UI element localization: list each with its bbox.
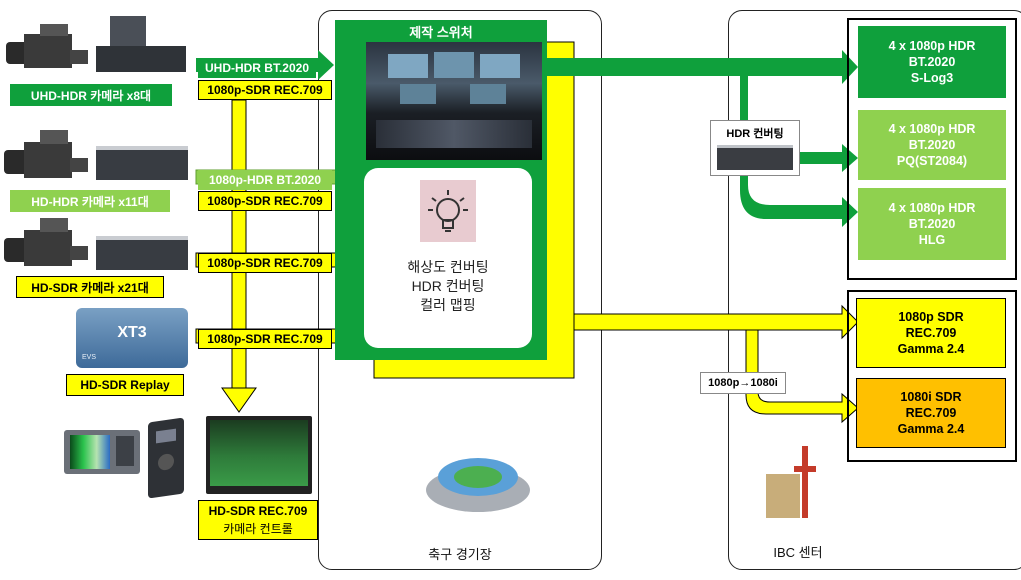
output-hdr-pq-line1: 4 x 1080p HDR: [888, 122, 976, 136]
hd-sdr-camera-icon: [4, 214, 90, 270]
hd-hdr-ccu-icon: [96, 146, 188, 180]
hd-hdr-camera-icon: [4, 128, 90, 182]
hd-sdr-camera-label: HD-SDR 카메라 x21대: [16, 276, 164, 298]
replay-brand-text: EVS: [82, 354, 97, 361]
uhd-hdr-camera-label: UHD-HDR 카메라 x8대: [10, 84, 172, 106]
monitor-label-line2: 카메라 컨트롤: [223, 522, 293, 536]
green-branch-hlg: [740, 150, 858, 227]
output-sdr-1080i-line2: REC.709: [905, 406, 957, 420]
label-sdr-709-d: 1080p-SDR REC.709: [198, 329, 332, 349]
hd-hdr-camera-label: HD-HDR 카메라 x11대: [10, 190, 170, 212]
output-hdr-hlg-line1: 4 x 1080p HDR: [888, 201, 976, 215]
output-hdr-pq: 4 x 1080p HDR BT.2020 PQ(ST2084): [858, 110, 1006, 180]
output-hdr-slog3-line3: S-Log3: [910, 71, 954, 85]
switcher-title: 제작 스위처: [409, 25, 473, 40]
uhd-ccu-icon: [96, 16, 186, 72]
monitor-label-line1: HD-SDR REC.709: [208, 504, 308, 518]
hdr-output-group: [847, 18, 1017, 280]
stadium-caption: 축구 경기장: [428, 547, 492, 562]
ibc-building-icon: [760, 446, 830, 522]
ibc-caption: IBC 센터: [773, 545, 823, 560]
remote-control-panel-icon: [148, 417, 184, 499]
output-sdr-1080p-line3: Gamma 2.4: [897, 342, 965, 356]
label-uhd-hdr: UHD-HDR BT.2020: [198, 58, 316, 78]
output-sdr-1080i: 1080i SDR REC.709 Gamma 2.4: [856, 378, 1006, 448]
function-color-mapping: 컬러 맵핑: [420, 297, 476, 313]
label-hdr-2020: 1080p-HDR BT.2020: [198, 170, 332, 190]
lightbulb-icon: [420, 180, 476, 242]
hdr-converter-box: HDR 컨버팅: [710, 120, 800, 176]
output-hdr-slog3-line2: BT.2020: [908, 55, 956, 69]
switcher-console-image: [366, 42, 542, 160]
sdr-output-group: [847, 290, 1017, 462]
replay-device-icon: XT3 EVS: [76, 308, 188, 368]
function-hdr: HDR 컨버팅: [411, 278, 485, 294]
monitor-label: HD-SDR REC.709 카메라 컨트롤: [198, 500, 318, 540]
p-to-i-converter-box: 1080p→1080i: [700, 372, 786, 394]
hdr-converter-device-icon: [717, 145, 793, 170]
output-hdr-pq-line3: PQ(ST2084): [896, 154, 968, 168]
yellow-branch-1080i: [745, 329, 859, 424]
replay-device-text: XT3: [117, 324, 147, 341]
hd-sdr-replay-label: HD-SDR Replay: [66, 374, 184, 396]
output-sdr-1080p: 1080p SDR REC.709 Gamma 2.4: [856, 298, 1006, 368]
hd-sdr-ccu-icon: [96, 236, 188, 270]
function-resolution: 해상도 컨버팅: [407, 259, 489, 275]
switcher-functions: 해상도 컨버팅 HDR 컨버팅 컬러 맵핑: [364, 258, 532, 315]
arrow-green-out: [542, 50, 858, 84]
camera-control-monitor: [206, 416, 312, 494]
output-sdr-1080p-line2: REC.709: [905, 326, 957, 340]
output-hdr-slog3-line1: 4 x 1080p HDR: [888, 39, 976, 53]
arrow-yellow-out: [573, 304, 859, 340]
output-hdr-hlg-line3: HLG: [918, 233, 946, 247]
uhd-camera-icon: [6, 22, 90, 72]
output-hdr-slog3: 4 x 1080p HDR BT.2020 S-Log3: [858, 26, 1006, 98]
output-hdr-hlg: 4 x 1080p HDR BT.2020 HLG: [858, 188, 1006, 260]
output-sdr-1080p-line1: 1080p SDR: [898, 310, 964, 324]
stadium-icon: [418, 438, 538, 522]
output-hdr-pq-line2: BT.2020: [908, 138, 956, 152]
waveform-monitor-icon: [64, 430, 140, 474]
label-sdr-709-c: 1080p-SDR REC.709: [198, 253, 332, 273]
output-sdr-1080i-line1: 1080i SDR: [900, 390, 962, 404]
yellow-down-arrowhead: [221, 387, 257, 413]
output-hdr-hlg-line2: BT.2020: [908, 217, 956, 231]
label-sdr-709-a: 1080p-SDR REC.709: [198, 80, 332, 100]
output-sdr-1080i-line3: Gamma 2.4: [897, 422, 965, 436]
hdr-converter-label: HDR 컨버팅: [726, 128, 784, 140]
label-sdr-709-b: 1080p-SDR REC.709: [198, 191, 332, 211]
